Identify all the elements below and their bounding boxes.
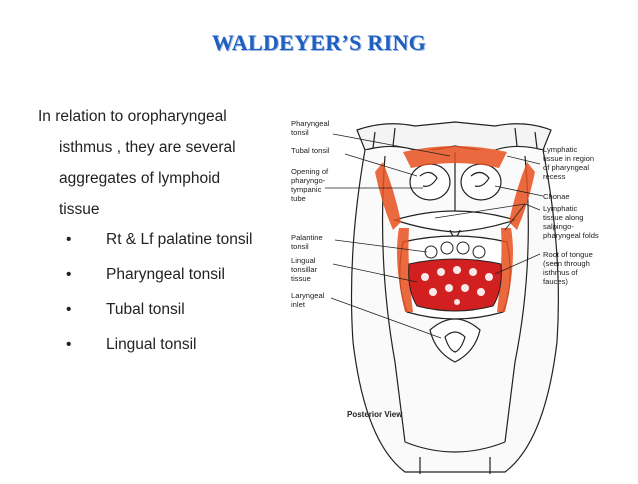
label-chonae: Chonae bbox=[543, 192, 570, 201]
list-item-label: Tubal tonsil bbox=[106, 301, 185, 318]
list-item-label: Pharyngeal tonsil bbox=[106, 266, 225, 283]
list-item: • Tubal tonsil bbox=[66, 300, 252, 335]
list-item-label: Rt & Lf palatine tonsil bbox=[106, 231, 253, 248]
label-tubal-tonsil: Tubal tonsil bbox=[291, 146, 330, 155]
intro-line: aggregates of lymphoid bbox=[59, 170, 221, 187]
lymphoid-tissue bbox=[375, 146, 535, 312]
bullet-marker: • bbox=[66, 266, 72, 283]
figure-caption: Posterior View bbox=[347, 410, 403, 419]
list-item: • Lingual tonsil bbox=[66, 335, 252, 370]
bullet-marker: • bbox=[66, 231, 72, 248]
tonsil-list: • Rt & Lf palatine tonsil • Pharyngeal ton… bbox=[66, 230, 252, 370]
intro-line: In relation to oropharyngeal bbox=[38, 108, 227, 125]
bullet-marker: • bbox=[66, 336, 72, 353]
intro-line: isthmus , they are several bbox=[59, 139, 236, 156]
lingual-tonsil-region bbox=[408, 258, 502, 312]
slide-title: WALDEYER’S RING bbox=[211, 30, 427, 55]
bullet-marker: • bbox=[66, 301, 72, 318]
list-item: • Pharyngeal tonsil bbox=[66, 265, 252, 300]
list-item: • Rt & Lf palatine tonsil bbox=[66, 230, 252, 265]
intro-line: tissue bbox=[59, 201, 100, 218]
intro-paragraph: In relation to oropharyngeal isthmus , t… bbox=[38, 101, 283, 225]
list-item-label: Lingual tonsil bbox=[106, 336, 197, 353]
